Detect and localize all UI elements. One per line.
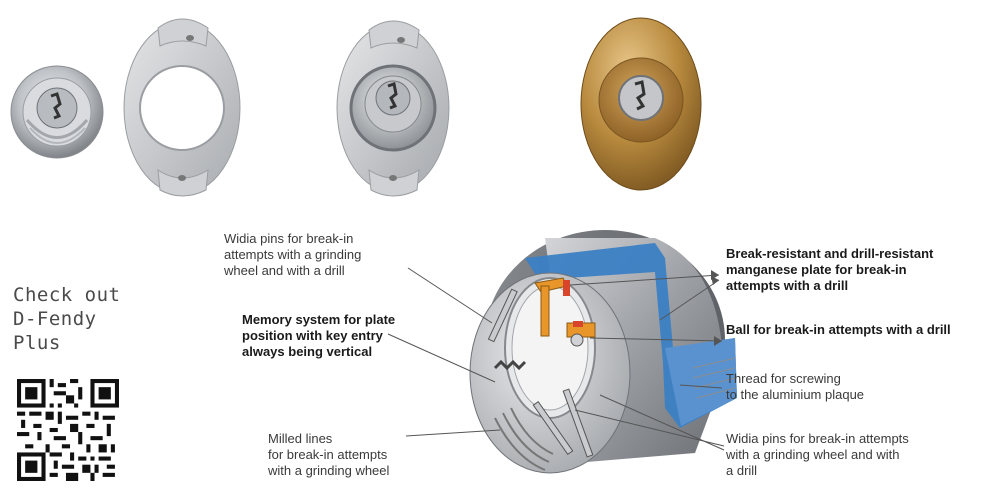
callout-ball-line: Ball for break-in attempts with a drill [726,322,951,337]
callout-thread: Thread for screwing to the aluminium pla… [726,371,864,403]
callout-manganese-line: Break-resistant and drill-resistant [726,246,934,261]
callout-widia-bottom-line: a drill [726,463,758,478]
callout-widia-bottom: Widia pins for break-in attempts with a … [726,431,909,479]
cylinder-front-photo [10,65,104,159]
promo-text: Check out D-Fendy Plus [13,283,153,355]
callout-manganese-line: attempts with a drill [726,278,849,293]
callout-milled-line: for break-in attempts [268,447,388,462]
callout-thread-line: to the aluminium plaque [726,387,865,402]
escutcheon-bronze-photo [580,17,702,191]
escutcheon-with-cylinder-photo [336,20,450,197]
callout-widia-bottom-line: with a grinding wheel and with [726,447,900,462]
callout-memory-line: Memory system for plate [242,312,396,327]
promo-line-2: D-Fendy [13,308,97,330]
callout-memory: Memory system for plate position with ke… [242,312,395,360]
ball [570,333,584,347]
callout-milled: Milled lines for break-in attempts with … [268,431,389,479]
promo-line-1: Check out [13,284,121,306]
callout-widia-top-line: wheel and with a drill [224,263,345,278]
callout-milled-line: with a grinding wheel [268,463,390,478]
cutaway-diagram [469,230,737,474]
callout-ball: Ball for break-in attempts with a drill [726,322,951,338]
callout-widia-top-line: Widia pins for break-in [224,231,354,246]
callout-widia-top: Widia pins for break-in attempts with a … [224,231,361,279]
escutcheon-ring-photo [123,18,241,197]
promo-line-3: Plus [13,332,61,354]
callout-widia-bottom-line: Widia pins for break-in attempts [726,431,909,446]
callout-milled-line: Milled lines [268,431,333,446]
callout-thread-line: Thread for screwing [726,371,841,386]
callout-manganese: Break-resistant and drill-resistant mang… [726,246,933,294]
qr-code-icon[interactable] [17,379,119,481]
callout-manganese-line: manganese plate for break-in [726,262,907,277]
callout-memory-line: position with key entry [242,328,383,343]
callout-memory-line: always being vertical [242,344,373,359]
callout-widia-top-line: attempts with a grinding [224,247,362,262]
